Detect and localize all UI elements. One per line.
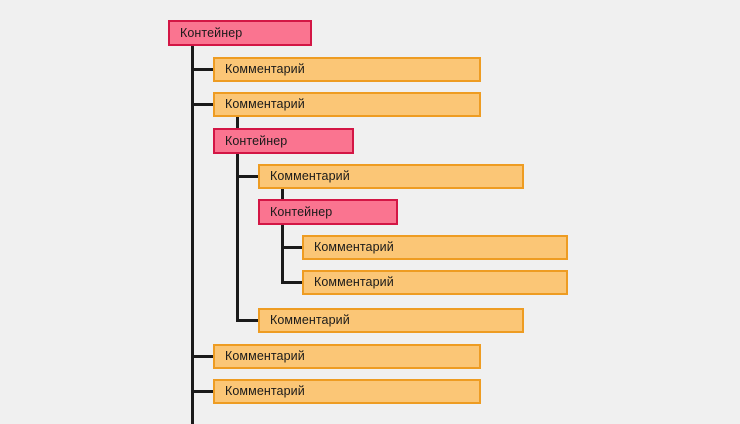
branch-to-c7 (191, 355, 214, 358)
stub-c3-cont3 (281, 189, 284, 200)
branch-to-c3 (236, 175, 259, 178)
tree-node-label: Комментарий (225, 97, 305, 112)
tree-node-label: Комментарий (314, 240, 394, 255)
branch-to-c2 (191, 103, 214, 106)
tree-node-comment-c1[interactable]: Комментарий (213, 57, 481, 82)
tree-node-label: Комментарий (270, 169, 350, 184)
tree-node-comment-c2[interactable]: Комментарий (213, 92, 481, 117)
tree-node-label: Комментарий (225, 349, 305, 364)
tree-node-label: Комментарий (270, 313, 350, 328)
tree-node-label: Комментарий (225, 384, 305, 399)
cont3-trunk (281, 225, 284, 283)
tree-node-container-cont2[interactable]: Контейнер (213, 128, 354, 154)
stub-c2-cont2 (236, 117, 239, 129)
tree-node-container-cont3[interactable]: Контейнер (258, 199, 398, 225)
tree-node-comment-c4[interactable]: Комментарий (302, 235, 568, 260)
tree-node-label: Комментарий (225, 62, 305, 77)
tree-node-comment-c7[interactable]: Комментарий (213, 344, 481, 369)
tree-node-label: Комментарий (314, 275, 394, 290)
tree-node-comment-c3[interactable]: Комментарий (258, 164, 524, 189)
branch-to-c6 (236, 319, 259, 322)
branch-to-c8 (191, 390, 214, 393)
tree-node-comment-c8[interactable]: Комментарий (213, 379, 481, 404)
cont2-trunk (236, 154, 239, 321)
tree-node-comment-c5[interactable]: Комментарий (302, 270, 568, 295)
tree-node-label: Контейнер (180, 25, 243, 40)
tree-node-label: Контейнер (270, 204, 333, 219)
branch-to-c1 (191, 68, 214, 71)
branch-to-c4 (281, 246, 303, 249)
tree-node-comment-c6[interactable]: Комментарий (258, 308, 524, 333)
root-trunk (191, 46, 194, 424)
tree-node-container-root[interactable]: Контейнер (168, 20, 312, 46)
tree-node-label: Контейнер (225, 133, 288, 148)
branch-to-c5 (281, 281, 303, 284)
